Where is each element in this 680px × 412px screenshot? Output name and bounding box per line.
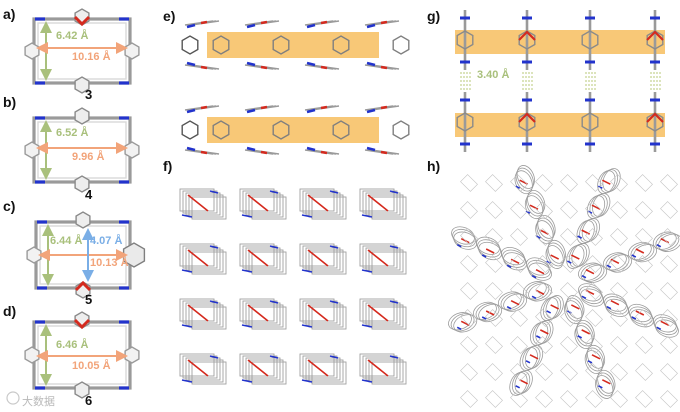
stack-row-e-top: [181, 20, 410, 70]
macrocycle-3: [24, 8, 140, 94]
compound-number-5: 5: [85, 292, 93, 307]
compound-number-4: 4: [85, 187, 93, 202]
distance-b-vertical: 6.52 Å: [56, 127, 89, 139]
stack-row-e-top-channel: [207, 32, 379, 58]
channel-g-bottom-fill: [455, 113, 665, 137]
stacks-f: [179, 188, 407, 385]
distance-d-vertical: 6.46 Å: [56, 339, 89, 351]
packing-h: [448, 165, 680, 408]
channel-g-top-fill: [455, 30, 665, 54]
watermark-text: 大数据: [22, 396, 55, 408]
panel-label-d: d): [3, 303, 17, 319]
panel-label-b: b): [3, 94, 17, 110]
compound-number-6: 6: [85, 393, 93, 408]
stack-row-e-bottom: [181, 105, 410, 155]
panel-label-g: g): [427, 8, 441, 24]
distance-d-horizontal: 10.05 Å: [72, 360, 111, 372]
channel-g-top: [455, 30, 665, 54]
macrocycle-6: [24, 311, 140, 399]
distance-c-vertical: 6.44 Å: [50, 235, 83, 247]
panel-label-f: f): [163, 158, 173, 174]
panel-label-h: h): [427, 158, 441, 174]
macrocycle-5: [26, 211, 146, 299]
distance-a-vertical: 6.42 Å: [56, 30, 89, 42]
stack-row-e-bottom-channel: [207, 117, 379, 143]
channel-g-bottom: [455, 113, 665, 137]
distance-g-stacking: 3.40 Å: [477, 69, 510, 81]
macrocycle-4: [24, 107, 140, 193]
watermark-icon: [6, 391, 20, 405]
distance-c-inner: 4.07 Å: [90, 235, 123, 247]
distance-b-horizontal: 9.96 Å: [72, 151, 105, 163]
compound-number-3: 3: [85, 87, 93, 102]
panel-label-c: c): [3, 198, 16, 214]
distance-a-horizontal: 10.16 Å: [72, 51, 111, 63]
panel-label-a: a): [3, 6, 16, 22]
pillars-g: [456, 10, 664, 152]
distance-c-horizontal: 10.13 Å: [90, 257, 129, 269]
panel-label-e: e): [163, 8, 176, 24]
